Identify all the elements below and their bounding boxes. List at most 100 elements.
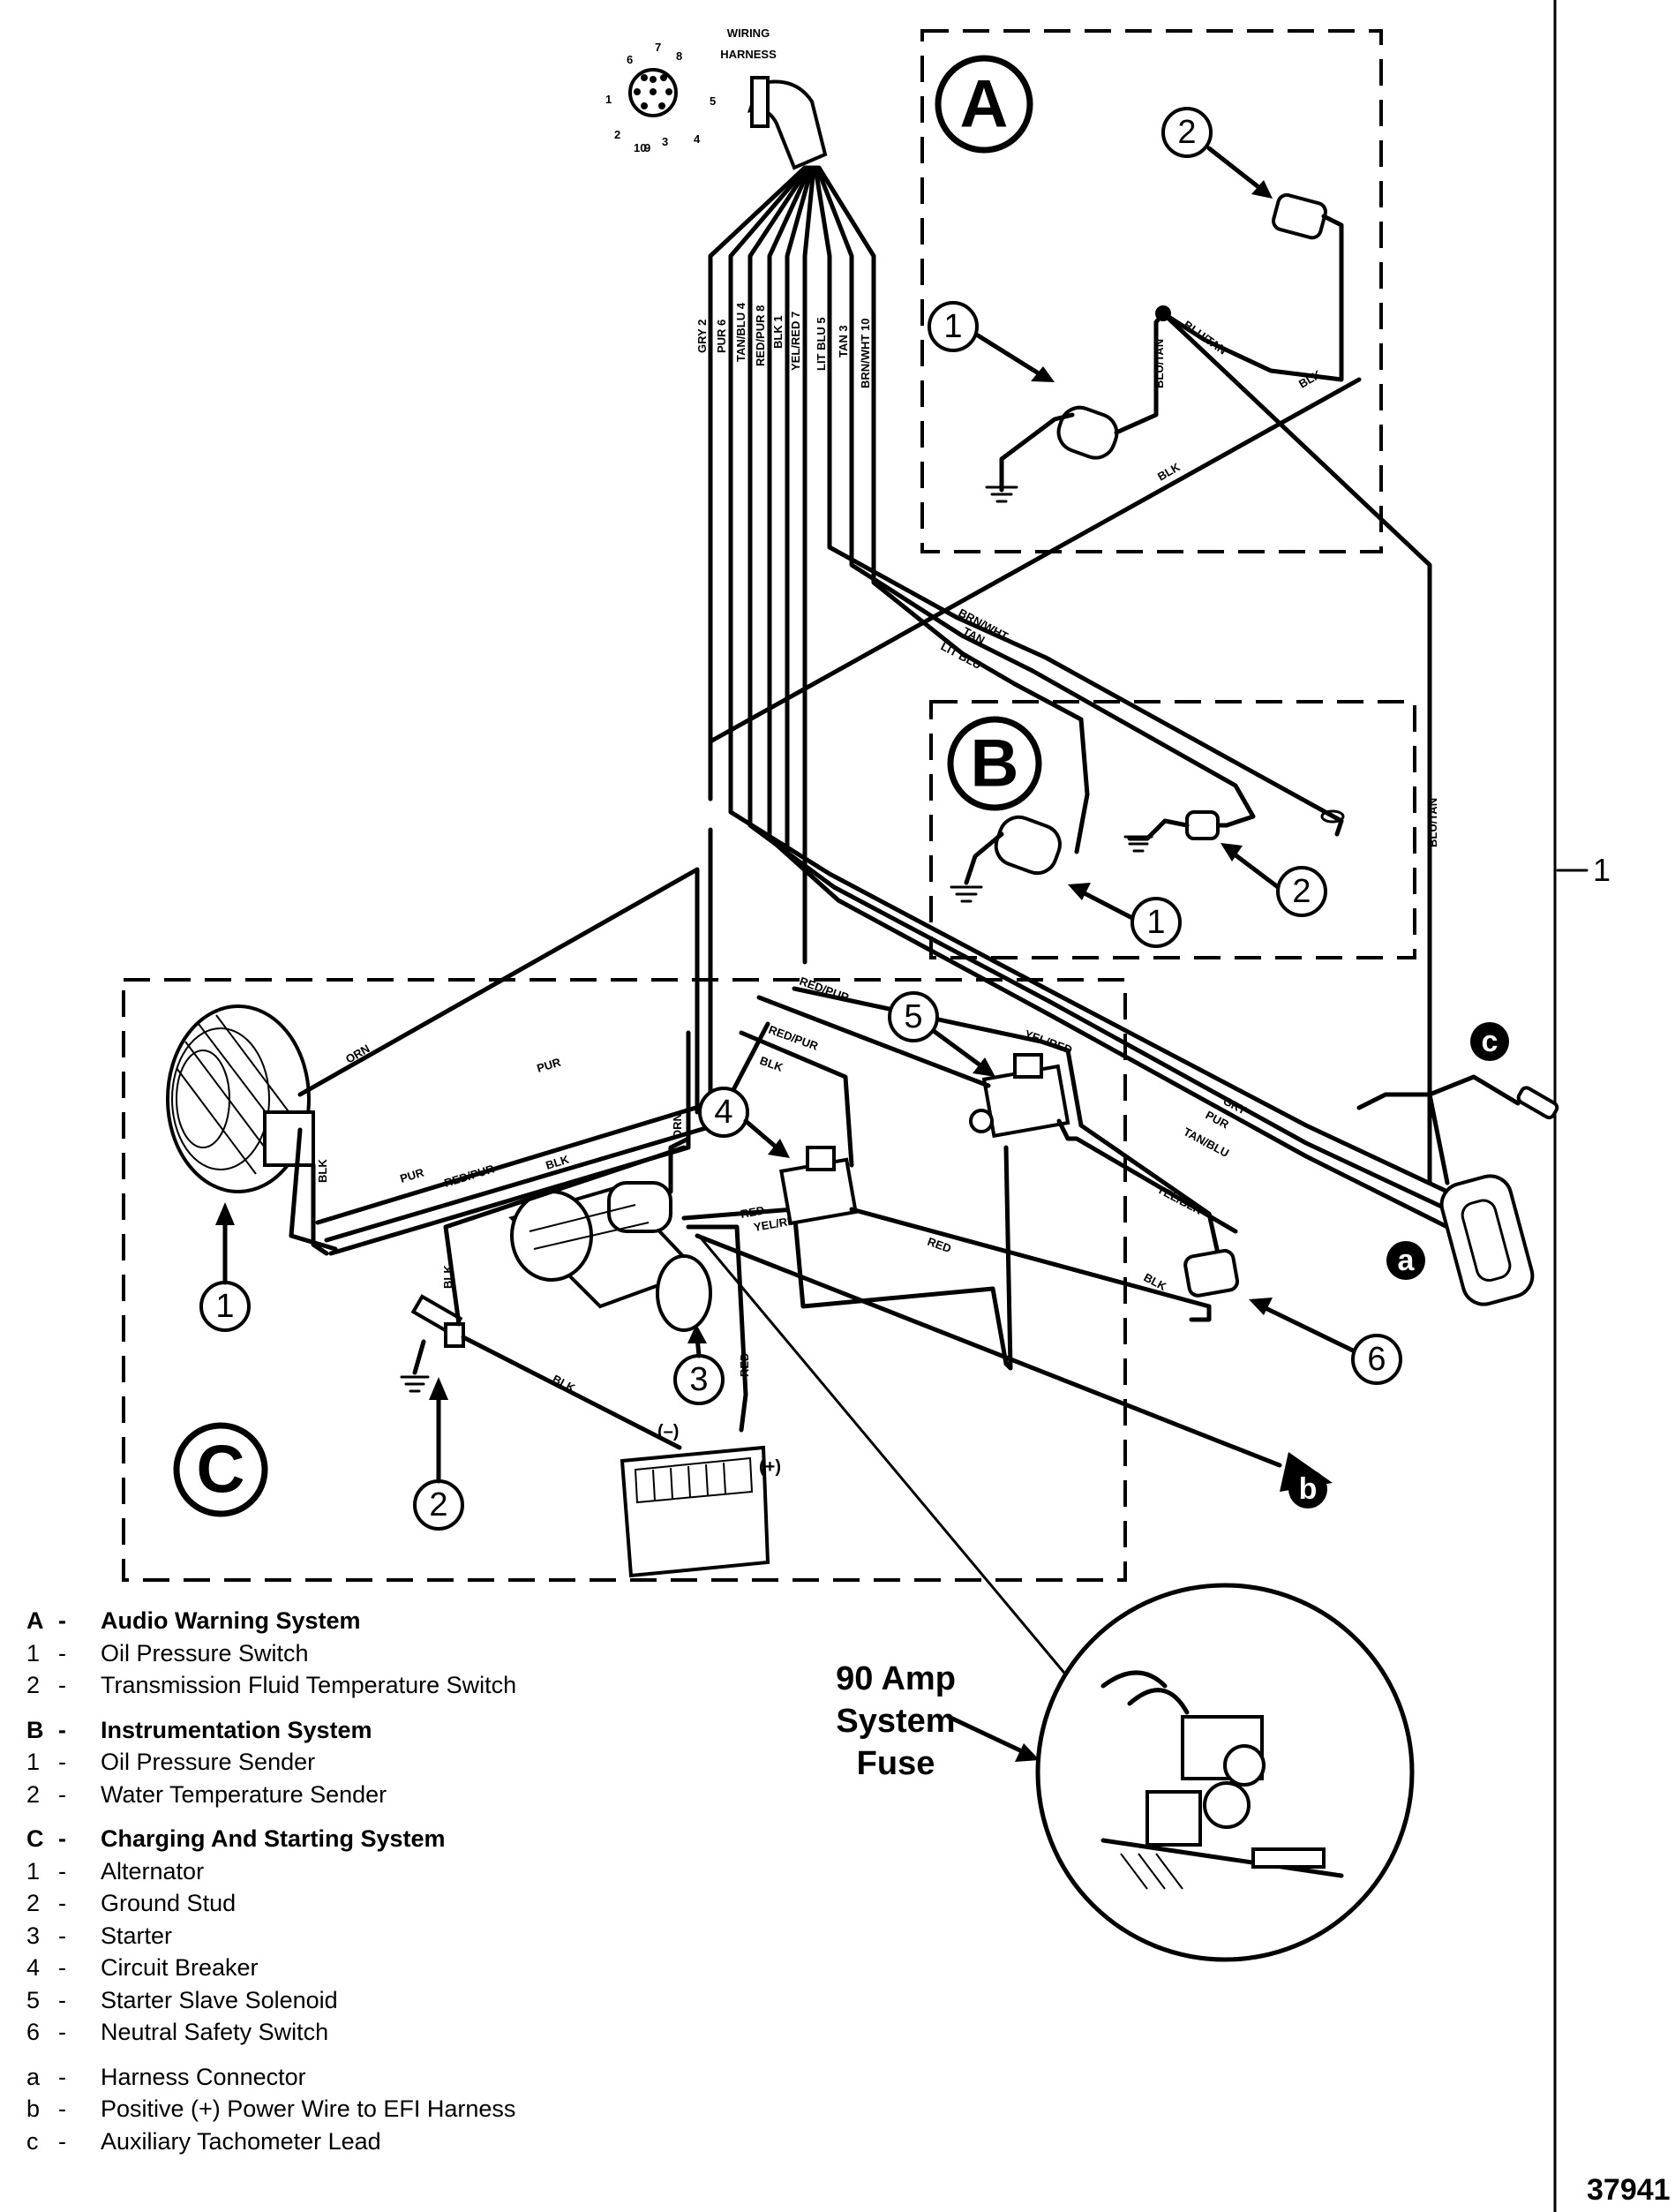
wire-blk-batt-neg: [461, 1335, 682, 1450]
harness-connector-a: [1439, 1174, 1535, 1306]
pin-label: 3: [662, 135, 668, 148]
starter: [508, 1181, 712, 1332]
harness-wire-label: BLK 1: [771, 315, 785, 349]
wire-red-pur-sol: [756, 995, 991, 1088]
ground-stud: [400, 1294, 465, 1393]
callout-arrowhead: [1249, 1298, 1273, 1315]
group-number: 1: [1593, 852, 1611, 888]
legend-item: 5-Starter Slave Solenoid: [26, 1984, 821, 2017]
legend-text: Neutral Safety Switch: [101, 2019, 329, 2045]
figure-id: 37941: [1587, 2173, 1671, 2207]
wire-label: BLU/TAN: [1153, 339, 1166, 388]
legend-key: b: [26, 2095, 41, 2122]
callout-arrowhead: [687, 1324, 707, 1343]
legend-key: B: [26, 1716, 44, 1743]
harness-wire-label: TAN/BLU 4: [734, 302, 747, 362]
wire-blu-tan-long: [1160, 311, 1432, 1185]
harness-wire-label: GRY 2: [695, 320, 709, 353]
wire-pur-right: [747, 823, 1450, 1212]
legend-item: c-Auxiliary Tachometer Lead: [26, 2125, 821, 2158]
alternator: [166, 1004, 315, 1193]
callout-arrowhead: [215, 1202, 235, 1225]
wire-red-pur-cb: [739, 1030, 854, 1168]
wire-label: BLK: [316, 1159, 329, 1183]
callout-c-6-number: 6: [1367, 1341, 1386, 1378]
callout-arrowhead: [973, 1057, 995, 1077]
letter-b-marker: [1288, 1470, 1327, 1509]
legend-text: Harness Connector: [101, 2063, 306, 2090]
legend-item: 1-Oil Pressure Sender: [26, 1746, 821, 1779]
callout-arrow: [1078, 889, 1135, 921]
legend-item: 4-Circuit Breaker: [26, 1952, 821, 1984]
harness-wire-label: YEL/RED 7: [789, 312, 802, 371]
callout-a-2-number: 2: [1177, 114, 1196, 151]
wire-label: PUR: [398, 1165, 425, 1185]
transmission-fluid-temp-switch-a: [1271, 192, 1344, 303]
callout-c-3-number: 3: [689, 1361, 708, 1398]
legend-gap: [26, 1702, 821, 1714]
wire-blu-tan-a: [1160, 297, 1344, 382]
callout-c-1-number: 1: [215, 1288, 234, 1325]
section-b-label: B: [971, 726, 1019, 801]
legend-key: 2: [26, 1780, 41, 1808]
battery-positive-label: (+): [759, 1457, 781, 1477]
legend-dash: -: [58, 1716, 66, 1743]
legend-text: Water Temperature Sender: [101, 1780, 387, 1808]
wire-red-starter: [681, 1207, 1009, 1366]
harness-wire-label: BRN/WHT 10: [859, 319, 872, 388]
legend-text: Auxiliary Tachometer Lead: [101, 2127, 381, 2155]
legend-text: Starter: [101, 1922, 173, 1949]
wire-blk-cb: [849, 1207, 1212, 1309]
wire-label: RED: [738, 1353, 751, 1377]
legend-key: 1: [26, 1857, 41, 1885]
legend-text: Instrumentation System: [101, 1716, 372, 1743]
wire-label: RED: [740, 1203, 766, 1221]
wiring-harness-label-2: HARNESS: [720, 48, 777, 61]
legend-dash: -: [58, 1954, 66, 1981]
legend-gap: [26, 1810, 821, 1823]
wire-label: BLK: [1296, 367, 1324, 391]
letter-a-marker: [1386, 1241, 1425, 1280]
wire-label: YEL/RED: [1023, 1027, 1074, 1057]
letter-b-label: b: [1299, 1472, 1318, 1506]
legend-item: 1-Oil Pressure Switch: [26, 1637, 821, 1670]
fuse-label-line-2: System: [836, 1703, 956, 1740]
harness-plug: WIRING HARNESS: [720, 26, 828, 170]
harness-wire-label: PUR 6: [715, 320, 728, 353]
wire-alt-ground: [289, 1127, 338, 1252]
pin-label: 6: [627, 53, 633, 66]
wire-yel-blk: [1056, 1118, 1238, 1234]
battery-negative-label: (–): [657, 1422, 679, 1441]
callout-arrowhead: [1031, 366, 1055, 382]
section-c-boundary: [122, 978, 1127, 1582]
wire-tan: [1030, 668, 1256, 828]
fuse-label-arrow: [946, 1714, 1026, 1755]
legend-dash: -: [58, 2019, 66, 2045]
wire-orn-alt: [297, 867, 700, 1115]
pin-label: 9: [644, 141, 650, 154]
starter-slave-solenoid: [969, 1053, 1070, 1139]
wire-label: RED/PUR: [442, 1162, 496, 1190]
neutral-safety-switch: [1183, 1249, 1239, 1298]
legend-text: Ground Stud: [101, 1890, 237, 1916]
wire-label: YEL/BLK: [1155, 1182, 1206, 1217]
legend-key: 3: [26, 1922, 41, 1949]
letter-a-label: a: [1398, 1244, 1416, 1277]
callout-c-4: [698, 1087, 749, 1138]
harness-connector-pinout: 7 8 6 1 2 5 10 3 4 9: [605, 41, 716, 154]
legend-item: a-Harness Connector: [26, 2061, 821, 2094]
wiring-harness-label-1: WIRING: [727, 26, 770, 40]
callout-c-2-number: 2: [429, 1486, 447, 1524]
section-a-marker: [935, 55, 1033, 154]
callout-arrow: [743, 1118, 779, 1150]
oil-pressure-sender-b: [950, 815, 1062, 903]
callout-arrow: [931, 1028, 987, 1071]
wire-red-efi: [695, 1233, 1282, 1468]
section-a-label: A: [960, 67, 1009, 142]
legend-dash: -: [58, 1780, 66, 1808]
legend-section-heading: C-Charging And Starting System: [26, 1823, 821, 1855]
pin-label: 4: [694, 132, 701, 146]
legend-dash: -: [58, 1607, 66, 1634]
fuse-label-arrowhead: [1015, 1743, 1040, 1762]
